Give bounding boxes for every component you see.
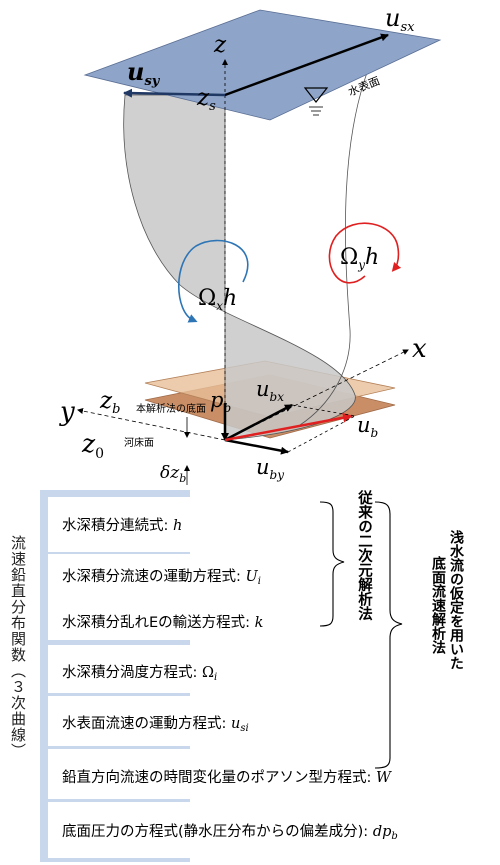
vertical-distribution-label: 流速鉛直分布関数（３次曲線） xyxy=(9,535,27,759)
water-level-icon xyxy=(303,87,329,116)
u-sy-label: usy xyxy=(127,57,161,89)
equation-box-5 xyxy=(48,696,500,746)
equation-box-3 xyxy=(48,590,500,640)
equation-surface-velocity: 水表面流速の運動方程式: usi xyxy=(62,716,249,734)
u-bx-label: ubx xyxy=(256,377,284,404)
u-sx-arrow xyxy=(224,33,389,97)
equation-continuity: 水深積分連続式: h xyxy=(62,518,183,534)
x-axis-dashed xyxy=(224,349,409,441)
equation-turbulence: 水深積分乱れEの輸送方程式: k xyxy=(62,615,264,631)
brackets xyxy=(319,501,403,769)
flow-structure-diagram: usx z usy zs 水表面 Ωyh Ωxh x y zb 本解析法の底面 … xyxy=(59,4,442,485)
equation-box-4 xyxy=(48,645,500,693)
u-by-arrow xyxy=(224,438,289,455)
analysis-bottom-label: 本解析法の底面 xyxy=(136,402,206,415)
bracket-proposed xyxy=(374,501,403,769)
bracket-conventional xyxy=(319,501,345,627)
u-b-label: ub xyxy=(357,413,378,440)
x-axis-label: x xyxy=(412,334,427,364)
u-sy-arrow xyxy=(123,88,226,98)
omega-y-vortex xyxy=(328,222,402,284)
river-bed-label: 河床面 xyxy=(124,436,154,449)
equation-momentum: 水深積分流速の運動方程式: Ui xyxy=(62,569,261,587)
proposed-method-label-line1: 浅水流の仮定を用いた xyxy=(448,530,464,670)
u-sx-label: usx xyxy=(385,4,415,35)
proposed-method-label-line2: 底面流速解析法 xyxy=(430,556,446,654)
u-bx-arrow xyxy=(224,403,293,442)
helper-dashed-1 xyxy=(291,404,356,417)
omega-x-vortex xyxy=(177,239,249,323)
y-axis-label: y xyxy=(59,397,75,427)
z-b-label: zb xyxy=(99,388,120,417)
equation-poisson: 鉛直方向流速の時間変化量のポアソン型方程式: W xyxy=(62,770,391,786)
velocity-profile-area xyxy=(123,94,356,441)
equation-bottom-pressure: 底面圧力の方程式(静水圧分布からの偏差成分): dpb xyxy=(62,824,398,842)
z-0-label: z0 xyxy=(81,429,104,462)
equation-vorticity: 水深積分渦度方程式: Ωi xyxy=(62,665,218,683)
equation-box-6 xyxy=(48,749,500,799)
omega-y-label: Ωyh xyxy=(340,245,379,272)
u-by-label: uby xyxy=(256,455,284,482)
omega-x-label: Ωxh xyxy=(198,286,237,313)
u-b-arrow xyxy=(224,412,353,442)
conventional-method-label: 従来の二次元解析法 xyxy=(356,490,372,621)
equation-box-1 xyxy=(48,497,500,552)
p-b-label: pb xyxy=(210,388,231,415)
equation-box-7 xyxy=(48,802,500,858)
z-s-label: zs xyxy=(196,85,216,114)
water-surface-plane xyxy=(83,9,442,121)
delta-z-b-label: δzb xyxy=(160,463,186,485)
z-axis-label: z xyxy=(213,32,227,58)
velocity-profile-x-line xyxy=(299,41,381,426)
helper-dashed-2 xyxy=(287,415,356,453)
